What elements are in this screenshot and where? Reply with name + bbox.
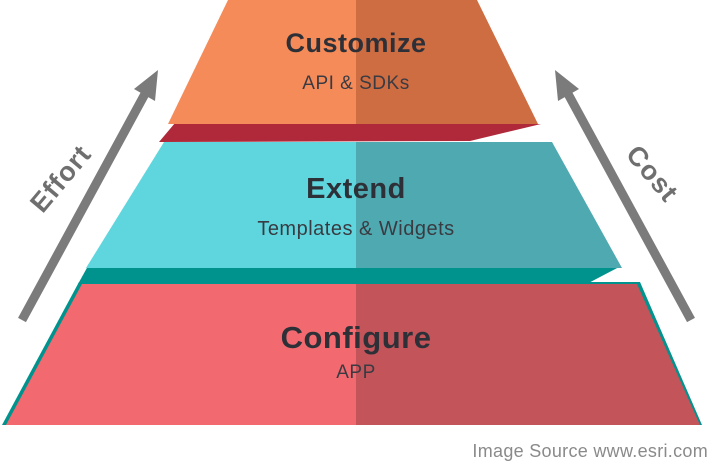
effort-arrow-shaft xyxy=(18,89,150,323)
effort-arrow-head-icon xyxy=(134,70,158,101)
cost-arrow-head-icon xyxy=(555,70,579,101)
tier-customize-subtitle: API & SDKs xyxy=(302,73,409,94)
tier-customize-title: Customize xyxy=(285,28,426,58)
customize-tier-underside xyxy=(159,123,541,142)
tier-extend-subtitle: Templates & Widgets xyxy=(257,218,454,240)
customize-tier-left-face xyxy=(168,0,356,124)
extend-tier-right-face xyxy=(356,142,622,268)
configure-tier-right-face xyxy=(356,284,700,425)
image-source-credit: Image Source www.esri.com xyxy=(472,441,708,461)
tier-configure-title: Configure xyxy=(281,320,432,355)
tier-configure-subtitle: APP xyxy=(336,362,376,383)
cost-arrow-shaft xyxy=(563,89,695,323)
tier-extend-title: Extend xyxy=(306,173,406,205)
cost-axis-label: Cost xyxy=(620,139,684,207)
customize-tier-right-face xyxy=(356,0,538,124)
extend-tier-left-face xyxy=(86,142,356,268)
configure-tier-left-face xyxy=(6,284,356,425)
